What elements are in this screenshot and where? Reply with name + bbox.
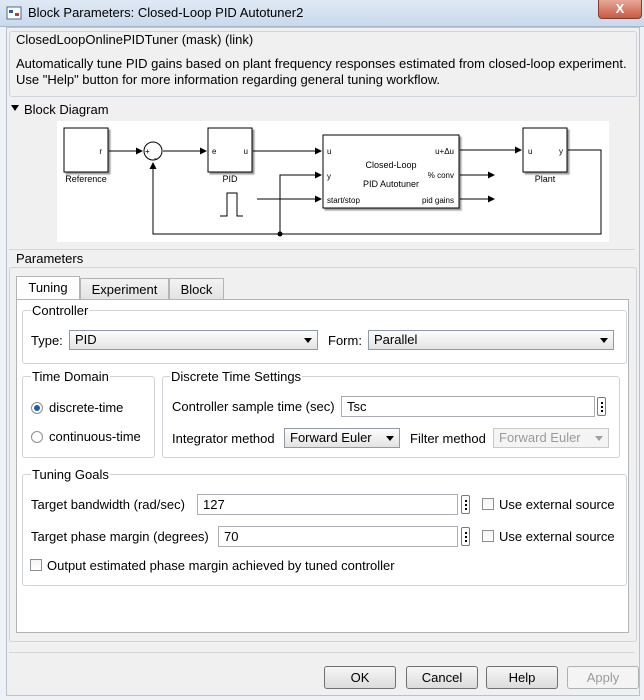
continuous-time-radio[interactable] (31, 431, 43, 443)
autotuner-out-gains: pid gains (422, 196, 454, 205)
plant-in-label: u (528, 147, 532, 156)
reference-name: Reference (65, 174, 107, 184)
tab-block[interactable]: Block (169, 278, 224, 300)
tuning-goals-group (22, 474, 627, 586)
autotuner-title-line2: PID Autotuner (363, 179, 419, 189)
phase-external-label[interactable]: Use external source (499, 529, 615, 544)
mask-description-line2: Use "Help" button for more information r… (16, 72, 441, 87)
autotuner-in-y: y (327, 172, 331, 181)
discrete-time-label[interactable]: discrete-time (49, 400, 124, 415)
plant-name: Plant (535, 174, 556, 184)
plant-out-label: y (559, 147, 563, 156)
output-phase-margin-label[interactable]: Output estimated phase margin achieved b… (47, 558, 395, 573)
phase-margin-menu-icon[interactable] (461, 527, 470, 546)
integrator-value: Forward Euler (290, 430, 372, 445)
autotuner-title-line1: Closed-Loop (365, 160, 416, 170)
block-diagram: + - r e u u y start/stop u+Δu % conv pid… (57, 121, 609, 242)
sample-time-menu-icon[interactable] (597, 397, 606, 416)
autotuner-out-conv: % conv (428, 171, 454, 180)
phase-margin-label: Target phase margin (degrees) (31, 529, 209, 544)
collapse-arrow-icon[interactable] (11, 105, 19, 111)
sample-time-label: Controller sample time (sec) (172, 399, 335, 414)
mask-heading: ClosedLoopOnlinePIDTuner (mask) (link) (16, 32, 254, 47)
block-diagram-svg: + - r e u u y start/stop u+Δu % conv pid… (63, 127, 602, 237)
mask-description-line1: Automatically tune PID gains based on pl… (16, 56, 627, 71)
phase-external-checkbox[interactable] (482, 530, 494, 542)
autotuner-in-startstop: start/stop (327, 196, 360, 205)
chevron-down-icon (600, 338, 608, 343)
window-title: Block Parameters: Closed-Loop PID Autotu… (28, 5, 304, 20)
divider (9, 652, 635, 653)
reference-block (63, 127, 109, 173)
bandwidth-menu-icon[interactable] (461, 495, 470, 514)
discrete-time-radio[interactable] (31, 402, 43, 414)
bandwidth-external-checkbox[interactable] (482, 498, 494, 510)
filter-value: Forward Euler (499, 430, 581, 445)
integrator-dropdown[interactable]: Forward Euler (284, 428, 400, 448)
tab-panel (16, 299, 629, 633)
autotuner-in-u: u (327, 147, 331, 156)
sample-time-input[interactable]: Tsc (341, 396, 595, 417)
sum-sign-minus: - (154, 154, 157, 163)
ok-button[interactable]: OK (324, 666, 396, 689)
time-domain-group (22, 376, 155, 458)
continuous-time-label[interactable]: continuous-time (49, 429, 141, 444)
chevron-down-icon (595, 436, 603, 441)
phase-margin-input[interactable]: 70 (218, 526, 458, 547)
controller-group (22, 310, 627, 364)
filter-label: Filter method (410, 431, 486, 446)
output-phase-margin-checkbox[interactable] (30, 559, 42, 571)
type-value: PID (75, 332, 97, 347)
pid-out-label: u (244, 147, 248, 156)
autotuner-block (322, 134, 460, 209)
form-label: Form: (328, 333, 362, 348)
apply-button[interactable]: Apply (567, 666, 639, 689)
autotuner-out-udu: u+Δu (435, 147, 454, 156)
time-domain-label: Time Domain (31, 369, 110, 384)
block-diagram-label[interactable]: Block Diagram (24, 102, 109, 117)
plant-block (522, 127, 568, 173)
tab-experiment[interactable]: Experiment (80, 278, 169, 300)
discrete-settings-label: Discrete Time Settings (170, 369, 303, 384)
chevron-down-icon (386, 436, 394, 441)
pid-block (207, 127, 253, 173)
type-label: Type: (31, 333, 63, 348)
reference-port-label: r (99, 147, 102, 156)
pid-name: PID (222, 174, 238, 184)
controller-label: Controller (31, 303, 90, 318)
title-bar: Block Parameters: Closed-Loop PID Autotu… (0, 0, 644, 27)
sum-block (143, 141, 163, 161)
filter-dropdown[interactable]: Forward Euler (493, 428, 609, 448)
type-dropdown[interactable]: PID (69, 330, 318, 350)
pid-in-label: e (212, 147, 217, 156)
form-value: Parallel (374, 332, 418, 347)
parameters-label: Parameters (16, 251, 84, 266)
sum-sign-plus: + (145, 147, 150, 156)
description-group (9, 31, 637, 97)
help-button[interactable]: Help (486, 666, 558, 689)
chevron-down-icon (304, 338, 312, 343)
integrator-label: Integrator method (172, 431, 275, 446)
close-button[interactable]: X (598, 0, 642, 19)
tuning-goals-label: Tuning Goals (31, 467, 110, 482)
form-dropdown[interactable]: Parallel (368, 330, 614, 350)
tab-tuning[interactable]: Tuning (16, 276, 80, 300)
bandwidth-external-label[interactable]: Use external source (499, 497, 615, 512)
bandwidth-input[interactable]: 127 (197, 494, 458, 515)
app-icon (6, 5, 22, 21)
parameters-group (9, 267, 637, 642)
bandwidth-label: Target bandwidth (rad/sec) (31, 497, 185, 512)
divider (9, 249, 635, 250)
cancel-button[interactable]: Cancel (406, 666, 478, 689)
discrete-settings-group (162, 376, 620, 458)
